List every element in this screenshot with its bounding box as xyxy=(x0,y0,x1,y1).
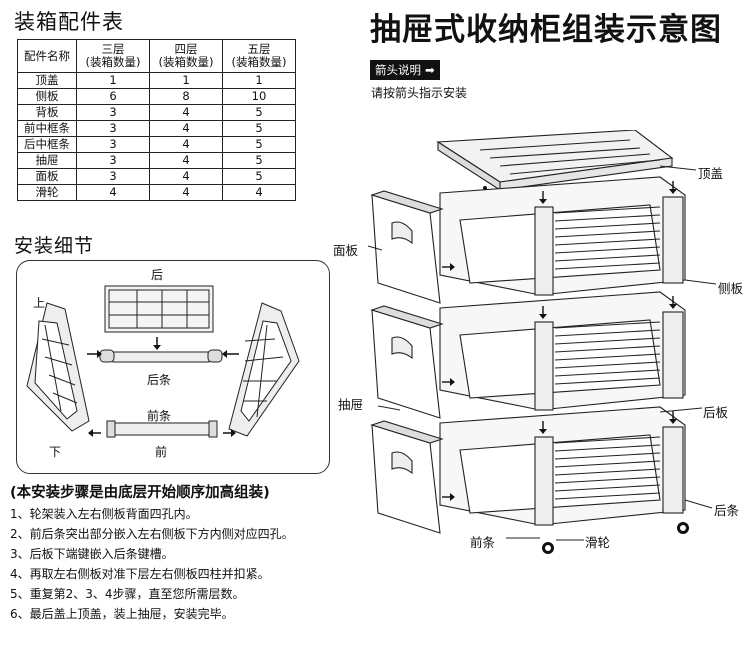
label-top-cover: 顶盖 xyxy=(698,166,724,181)
table-header-cell: 四层 (装箱数量) xyxy=(149,39,223,73)
table-cell: 1 xyxy=(76,72,150,89)
table-cell: 3 xyxy=(76,104,150,121)
step-5: 5、重复第2、3、4步骤，直至您所需层数。 xyxy=(10,587,245,601)
table-cell: 5 xyxy=(222,136,296,153)
label-front-strip-right: 前条 xyxy=(470,535,496,550)
table-cell: 4 xyxy=(149,104,223,121)
table-cell: 4 xyxy=(149,152,223,169)
table-cell: 4 xyxy=(222,184,296,201)
arrow-legend-note: 请按箭头指示安装 xyxy=(371,86,468,100)
table-cell: 5 xyxy=(222,168,296,185)
table-cell: 10 xyxy=(222,88,296,105)
step-2: 2、前后条突出部分嵌入左右侧板下方内侧对应四孔。 xyxy=(10,527,294,541)
table-cell: 4 xyxy=(76,184,150,201)
table-cell: 3 xyxy=(76,120,150,137)
table-cell: 前中框条 xyxy=(17,120,77,137)
table-cell: 5 xyxy=(222,152,296,169)
table-cell: 面板 xyxy=(17,168,77,185)
table-cell: 滑轮 xyxy=(17,184,77,201)
cabinet-tier xyxy=(370,176,686,304)
parts-table-title: 装箱配件表 xyxy=(14,10,124,34)
table-cell: 3 xyxy=(76,152,150,169)
step-6: 6、最后盖上顶盖，装上抽屉，安装完毕。 xyxy=(10,607,234,621)
table-cell: 顶盖 xyxy=(17,72,77,89)
table-cell: 1 xyxy=(149,72,223,89)
label-panel: 面板 xyxy=(333,243,359,258)
label-back-panel: 后板 xyxy=(703,405,729,420)
label-front: 前 xyxy=(155,445,168,459)
table-cell: 3 xyxy=(76,136,150,153)
parts-table-header: 配件名称三层 (装箱数量)四层 (装箱数量)五层 (装箱数量) xyxy=(17,39,296,73)
arrow-right-icon: ➡ xyxy=(425,63,435,77)
table-header-cell: 五层 (装箱数量) xyxy=(222,39,296,73)
cabinet-tier xyxy=(370,406,686,534)
label-back-strip-right: 后条 xyxy=(714,503,740,518)
label-side-panel: 侧板 xyxy=(718,281,744,296)
table-cell: 后中框条 xyxy=(17,136,77,153)
table-cell: 侧板 xyxy=(17,88,77,105)
step-3: 3、后板下端键嵌入后条键槽。 xyxy=(10,547,174,561)
label-bottom: 下 xyxy=(49,445,62,459)
arrow-legend-text: 箭头说明 xyxy=(375,63,421,77)
label-back-strip: 后条 xyxy=(147,373,172,387)
table-cell: 4 xyxy=(149,168,223,185)
detail-illustration xyxy=(26,285,300,438)
cabinet-tier xyxy=(370,291,686,419)
table-cell: 3 xyxy=(76,168,150,185)
detail-title: 安装细节 xyxy=(14,235,95,257)
arrow-legend-badge: 箭头说明 ➡ xyxy=(370,60,440,80)
cabinet-assembly-diagram xyxy=(367,130,717,554)
table-cell: 5 xyxy=(222,120,296,137)
table-header-cell: 配件名称 xyxy=(17,39,77,73)
table-cell: 5 xyxy=(222,104,296,121)
main-title: 抽屉式收纳柜组装示意图 xyxy=(370,12,722,48)
label-wheel: 滑轮 xyxy=(585,535,611,550)
detail-panel: 后 上 后条 前条 前 下 xyxy=(16,260,330,474)
step-1: 1、轮架装入左右侧板背面四孔内。 xyxy=(10,507,198,521)
table-cell: 4 xyxy=(149,136,223,153)
table-cell: 6 xyxy=(76,88,150,105)
table-cell: 背板 xyxy=(17,104,77,121)
table-cell: 4 xyxy=(149,120,223,137)
label-front-strip: 前条 xyxy=(147,409,172,423)
label-back: 后 xyxy=(151,268,164,282)
label-top: 上 xyxy=(33,296,46,310)
label-drawer: 抽屉 xyxy=(338,397,364,412)
table-cell: 1 xyxy=(222,72,296,89)
table-cell: 抽屉 xyxy=(17,152,77,169)
table-header-cell: 三层 (装箱数量) xyxy=(76,39,150,73)
steps-title: (本安装步骤是由底层开始顺序加高组装) xyxy=(10,485,270,501)
table-cell: 4 xyxy=(149,184,223,201)
table-cell: 8 xyxy=(149,88,223,105)
step-4: 4、再取左右侧板对准下层左右侧板四柱并扣紧。 xyxy=(10,567,270,581)
